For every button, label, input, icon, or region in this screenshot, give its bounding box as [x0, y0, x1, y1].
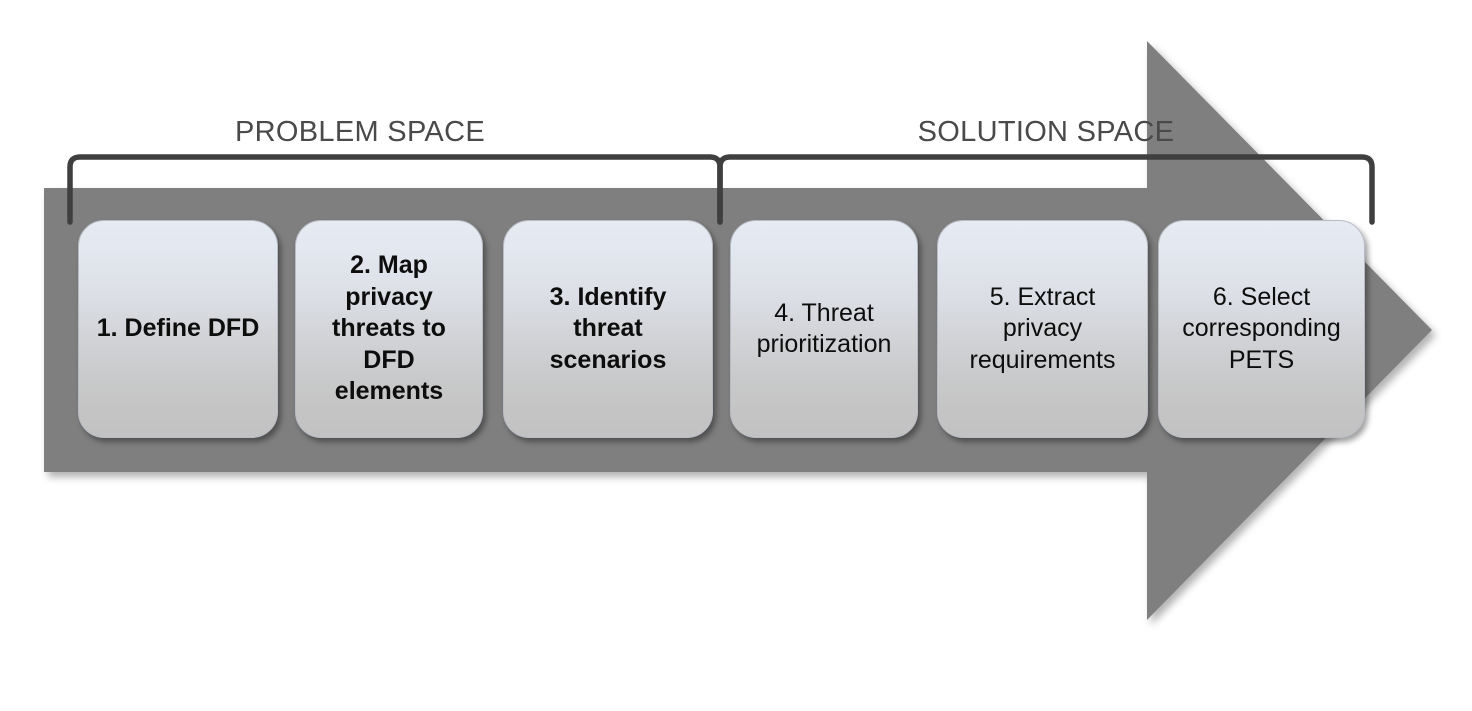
bracket-problem-space: [67, 154, 723, 225]
step-box-1[interactable]: 1. Define DFD: [78, 220, 278, 438]
step-label-1: 1. Define DFD: [96, 314, 260, 343]
step-label-4: 4. Threat prioritization: [756, 298, 892, 359]
step-label-3: 3. Identify threat scenarios: [549, 282, 667, 374]
step-box-3[interactable]: 3. Identify threat scenarios: [503, 220, 713, 438]
step-box-5[interactable]: 5. Extract privacy requirements: [937, 220, 1148, 438]
step-box-6[interactable]: 6. Select corresponding PETS: [1158, 220, 1365, 438]
phase-label-solution-space: SOLUTION SPACE: [917, 116, 1175, 148]
step-box-4[interactable]: 4. Threat prioritization: [730, 220, 918, 438]
bracket-solution-space: [717, 154, 1375, 225]
phase-label-problem-space: PROBLEM SPACE: [235, 116, 485, 148]
step-label-5: 5. Extract privacy requirements: [969, 282, 1116, 374]
step-label-6: 6. Select corresponding PETS: [1182, 282, 1341, 374]
step-label-2: 2. Map privacy threats to DFD elements: [332, 251, 446, 406]
step-box-2[interactable]: 2. Map privacy threats to DFD elements: [295, 220, 483, 438]
